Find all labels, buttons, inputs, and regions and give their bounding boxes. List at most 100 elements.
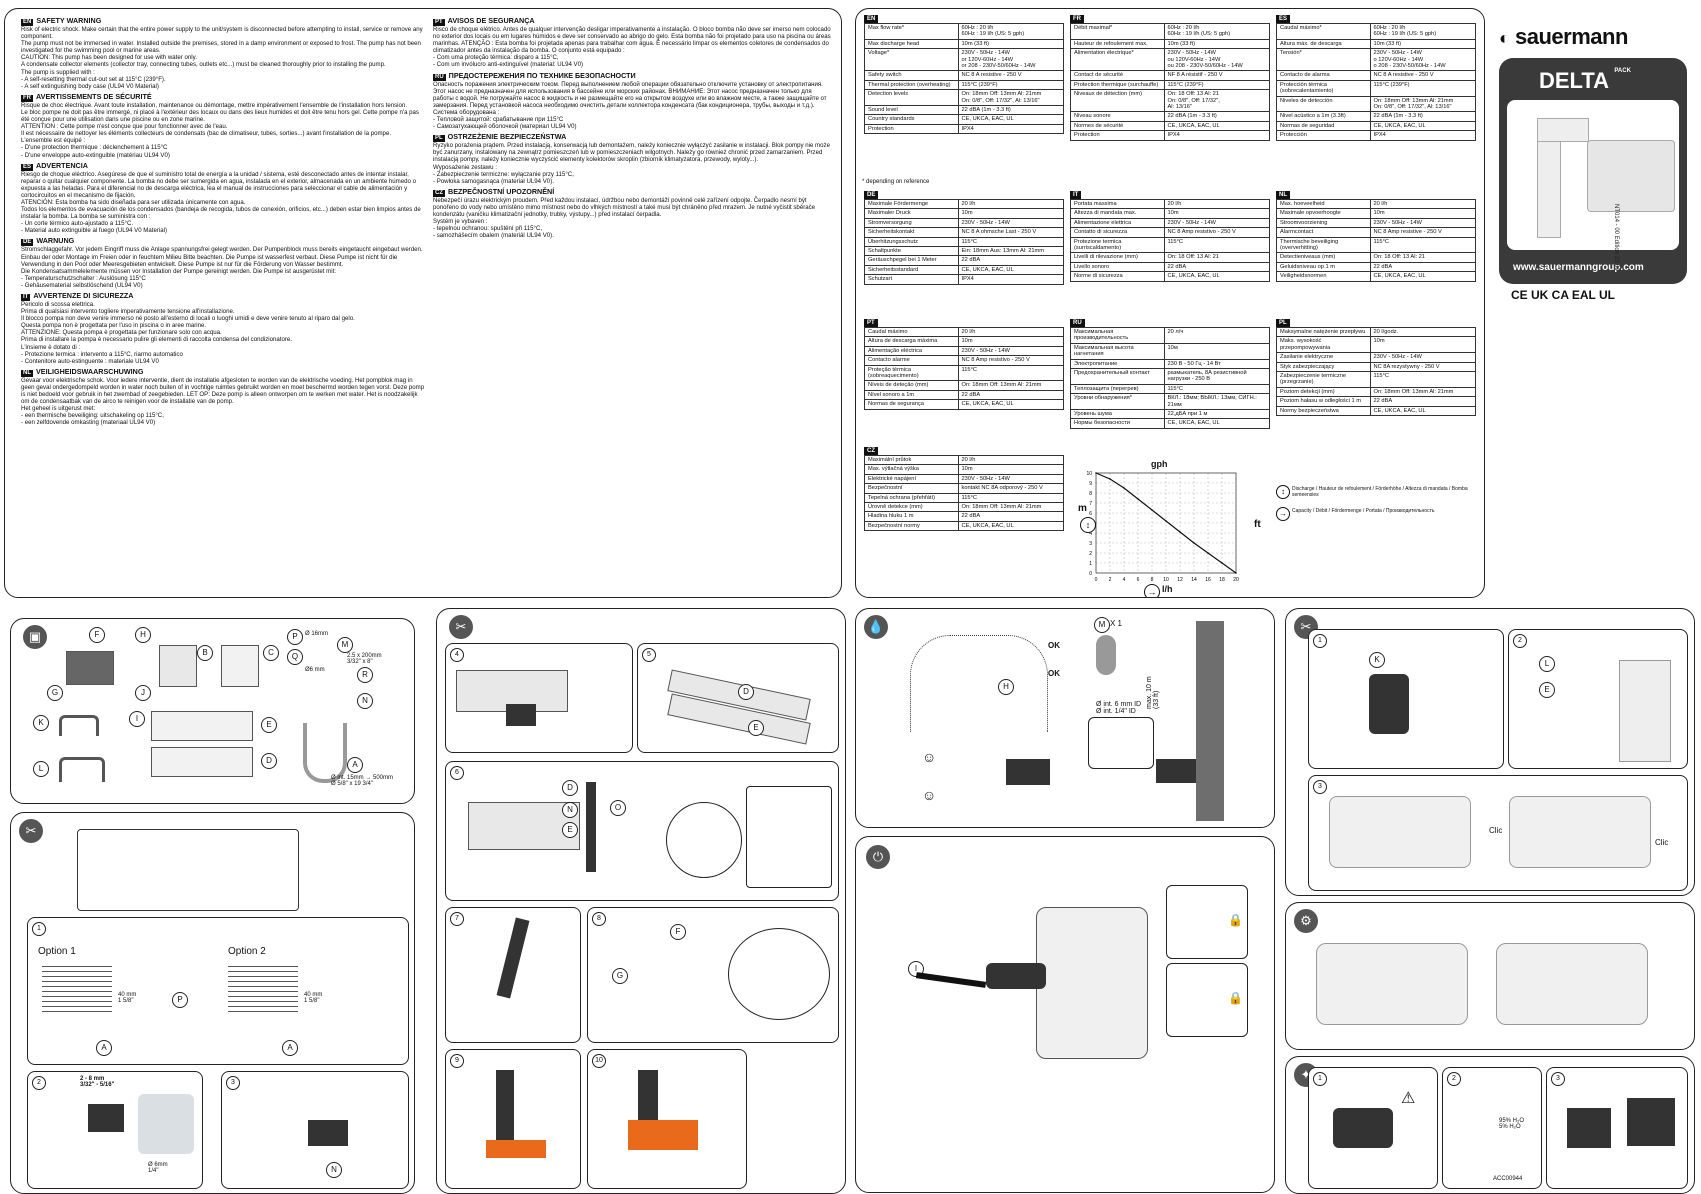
option-2-label: Option 2 [228,946,266,957]
spec-value: 20 l/godz. [1369,326,1477,338]
spec-value: IPX4 [1369,130,1477,141]
ok-label-2: OK [1048,669,1060,678]
trunking-d [151,747,253,777]
lang-badge: ES [21,163,34,171]
spec-label: Thermal protection (overheating) [864,79,959,91]
spec-value: 20 l/h [1369,198,1477,210]
spec-label: Altura de descarga máxima [864,336,959,347]
spec-value: 22 dBA [1369,261,1477,273]
spec-value: NC 8 A resistive - 250 V [957,70,1065,81]
spec-value: 115°C (239°F) [1369,79,1477,97]
corner-piece-c [221,645,259,687]
label-k: K [33,715,49,731]
happy-face-2: ☺ [922,787,937,803]
step-7: 7 [445,907,581,1043]
spec-label: Normes de sécurité [1070,120,1165,132]
spec-row: Caudal máximo*60Hz : 20 l/h 60Hz : 19 l/… [1276,23,1477,40]
spec-value: 22 dBA [1369,396,1477,407]
clic-1: Clic [1489,826,1503,835]
spec-value: 115°C [957,364,1065,382]
corner-piece-b [159,645,197,687]
spec-value: On: 18mm Off: 13mm Al: 21mm [957,502,1065,513]
spec-value: 115°C [1163,383,1271,395]
label-f: F [89,627,105,643]
spec-row: Débit maximal*60Hz : 20 l/h 60Hz : 19 l/… [1070,23,1271,40]
lang-badge: IT [21,294,31,301]
data-point [1109,478,1111,480]
spec-label: Protección térmica (sobrecalentamiento) [1276,79,1371,97]
y-tick-label: 6 [1089,511,1092,517]
spec-label: Úrovně detekce (mm) [864,502,959,513]
spec-value: IPX4 [1163,130,1271,141]
y-tick-label: 3 [1089,541,1092,547]
dim-m: 2.5 x 200mm 3/32" x 8" [347,653,382,665]
spec-label: Nivel acústico a 1m (3.3ft) [1276,111,1371,122]
step2-tube: Ø 6mm 1/4" [148,1162,168,1174]
step-5-number: 5 [642,648,656,662]
x-tick-label: 16 [1205,577,1211,583]
spec-lang-ru: RU [1070,319,1085,327]
spec-row: Detectieniveaus (mm)On: 18 Off: 13 Al: 2… [1276,252,1477,263]
spec-value: 115°C [1163,236,1271,254]
data-point [1137,498,1139,500]
opt2-dim: 40 mm 1 5/8" [304,992,323,1004]
lang-badge: PL [433,135,445,143]
chart-x-label: l/h [1162,584,1173,594]
spec-value: 115°C [957,492,1065,504]
label-h: H [135,627,151,643]
spec-row: Poziom detekcji (mm)On: 18mm Off: 13mm A… [1276,386,1477,398]
spec-value: On: 18mm Off: 13mm Al: 21mm On: 0/8", Of… [957,89,1065,107]
spec-row: Теплозащита (перегрев)115°C [1070,383,1271,395]
label-p: P [287,629,303,645]
spec-value: kontakt NC 8A odporový - 250 V [957,483,1065,494]
data-point [1165,520,1167,522]
water-panel: 💧 H ☺ ☺ OK OK M X 1 Ø int. 6 mm ID Ø int… [855,608,1275,828]
spec-value: CE, UKCA, EAC, UL [1163,418,1271,429]
warning-icon: ⚠ [1401,1090,1416,1107]
spec-label: Sound level [864,105,959,116]
spec-label: Country standards [864,114,959,125]
spec-value: 230V - 50Hz - 14W [957,345,1065,357]
y-tick-label: 0 [1089,571,1092,577]
lang-badge: PT [433,19,445,26]
spec-label: Уровень шума [1070,409,1165,420]
spec-value: 22 dBA (1m - 3.3 ft) [1163,111,1271,122]
spec-value: CE, UKCA, EAC, UL [1369,405,1477,417]
spec-lang-de: DE [864,191,879,199]
certifications: CE UK CA EAL UL [1511,288,1616,302]
service-panel: ⚙ [1285,902,1695,1050]
spec-label: Níveis de deteção (mm) [864,380,959,391]
x-tick-label: 0 [1095,577,1098,583]
spec-lang-pl: PL [1276,319,1290,327]
legend-capacity: Capacity / Débit / Fördermenge / Portata… [1292,508,1435,514]
tube-a [303,723,347,783]
spec-label: Stromversorgung [864,217,959,229]
x-tick-label: 2 [1109,577,1112,583]
label-h2: H [998,679,1014,695]
spec-value: NC 8 A resistive - 250 V [1369,70,1477,81]
spec-label: Detection levels [864,89,959,107]
step-8: 8 F G [587,907,839,1043]
spec-lang-es: ES [1276,15,1291,23]
spec-value: NC 8A rezystywny - 250 V [1369,361,1477,373]
x-tick-label: 10 [1163,577,1169,583]
label-q: Q [287,649,303,665]
spec-value: IPX4 [957,123,1065,135]
spec-label: Detectieniveaus (mm) [1276,252,1371,263]
